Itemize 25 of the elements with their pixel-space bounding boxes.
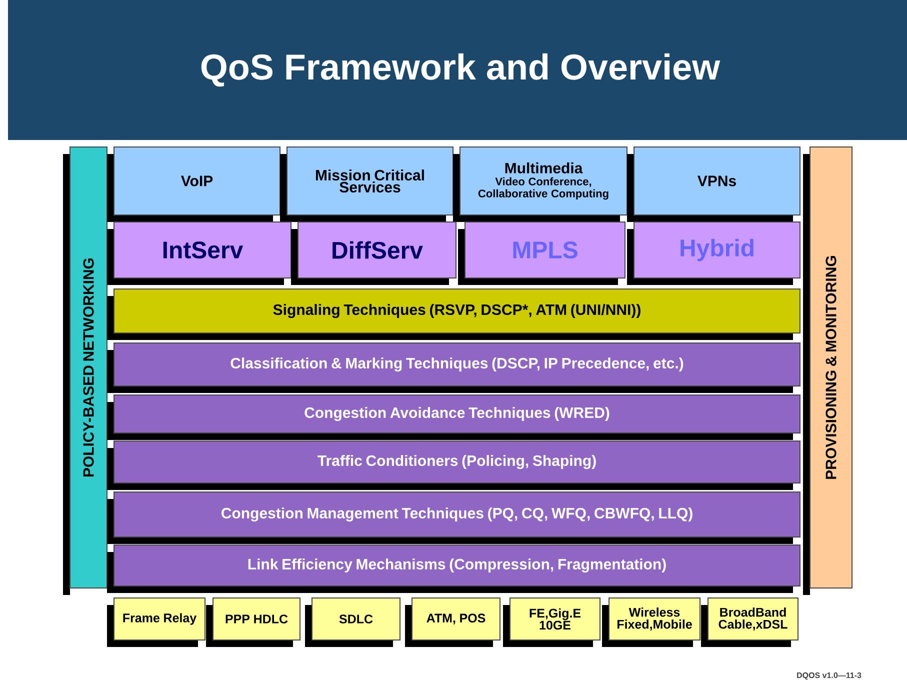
link-layer-box: PPP HDLC — [206, 598, 300, 647]
slide-number: DQOS v1.0—11-3 — [797, 672, 862, 680]
technique-bar: Congestion Avoidance Techniques (WRED) — [107, 394, 800, 440]
application-box: Multimedia Video Conference, Collaborative Computing — [453, 146, 628, 222]
technique-bar: Congestion Management Techniques (PQ, CQ, WFQ, CBWFQ, LLQ) — [107, 492, 800, 544]
model-box: DiffServ — [291, 222, 456, 285]
link-layer-box: SDLC — [305, 598, 400, 647]
model-box: Hybrid — [627, 222, 800, 285]
application-box: VPNs — [627, 146, 800, 222]
technique-bar: Classification & Marking Techniques (DSCP, IP Precedence, etc.) — [107, 342, 800, 393]
link-layer-box: ATM, POS — [405, 598, 500, 647]
technique-bar: Link Efficiency Mechanisms (Compression, Fragmentation) — [107, 544, 800, 593]
link-layer-box: BroadBand Cable,xDSL — [701, 598, 798, 647]
link-layer-box: FE,Gig.E 10GE — [503, 598, 600, 647]
side-band: PROVISIONING & MONITORING — [803, 146, 852, 595]
application-box: Mission Critical Services — [280, 146, 454, 222]
link-layer-box: Wireless Fixed,Mobile — [602, 598, 700, 647]
technique-bar: Traffic Conditioners (Policing, Shaping) — [107, 440, 800, 490]
model-box: MPLS — [458, 222, 626, 285]
application-box: VoIP — [107, 146, 280, 222]
model-box: IntServ — [107, 222, 292, 285]
title: QoS Framework and Overview — [201, 53, 720, 87]
side-band: POLICY-BASED NETWORKING — [63, 146, 108, 595]
link-layer-box: Frame Relay — [107, 598, 206, 647]
technique-bar: Signaling Techniques (RSVP, DSCP*, ATM (UNI/NNI)) — [107, 288, 800, 340]
